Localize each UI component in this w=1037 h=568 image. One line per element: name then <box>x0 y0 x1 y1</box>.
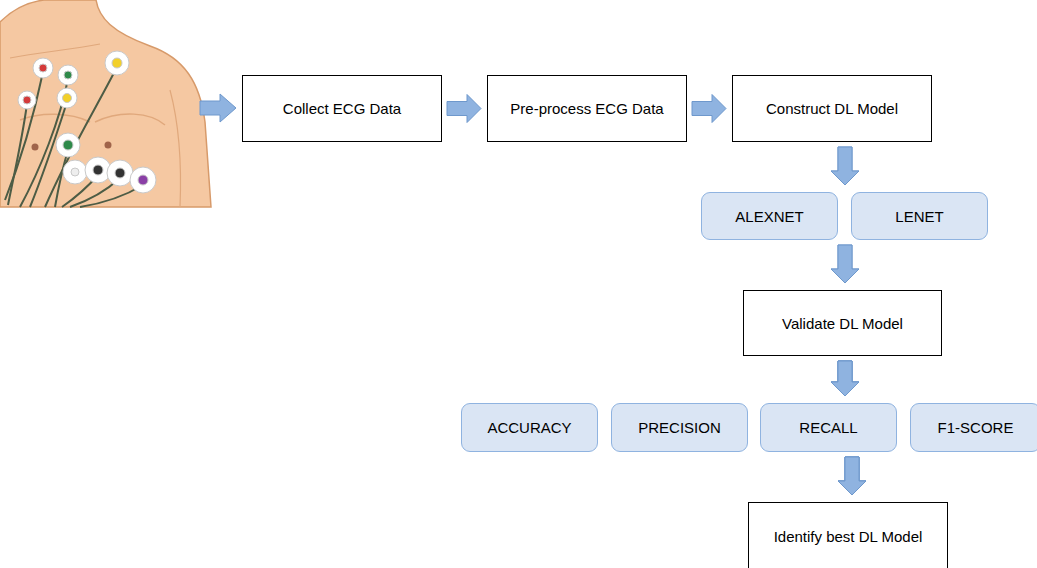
metric-box: ACCURACY <box>461 403 598 452</box>
node-label: ACCURACY <box>487 419 571 436</box>
ecg-torso-illustration <box>57 88 77 108</box>
block-arrow <box>831 361 859 396</box>
block-arrow <box>831 147 859 185</box>
model-box: LENET <box>851 192 988 240</box>
ecg-torso-illustration <box>5 72 43 200</box>
process-box: Identify best DL Model <box>748 502 948 568</box>
block-arrow <box>838 457 866 495</box>
ecg-torso-illustration <box>23 96 31 104</box>
node-label: Collect ECG Data <box>283 100 401 117</box>
ecg-torso-illustration <box>105 51 129 75</box>
node-label: Validate DL Model <box>782 315 903 332</box>
node-label: PRECISION <box>638 419 721 436</box>
ecg-torso-illustration <box>33 58 53 78</box>
ecg-torso-illustration <box>112 58 122 68</box>
ecg-torso-illustration <box>0 0 211 207</box>
ecg-torso-illustration <box>56 133 80 157</box>
ecg-torso-illustration <box>95 114 165 125</box>
node-label: RECALL <box>799 419 857 436</box>
ecg-torso-illustration <box>45 67 117 207</box>
process-box: Validate DL Model <box>743 290 942 356</box>
metric-box: F1-SCORE <box>910 403 1037 452</box>
ecg-torso-illustration <box>130 167 156 193</box>
metric-box: PRECISION <box>611 403 748 452</box>
node-label: Construct DL Model <box>766 100 898 117</box>
block-arrow <box>838 457 866 495</box>
process-box: Collect ECG Data <box>242 75 442 142</box>
ecg-torso-illustration <box>63 94 72 103</box>
ecg-torso-illustration <box>93 165 103 175</box>
ecg-torso-illustration <box>63 140 73 150</box>
ecg-torso-illustration <box>39 64 47 72</box>
metric-box: RECALL <box>760 403 897 452</box>
ecg-torso-illustration <box>32 144 39 151</box>
process-box: Construct DL Model <box>732 75 932 142</box>
block-arrow <box>831 361 859 396</box>
block-arrow <box>838 457 866 495</box>
ecg-torso-illustration <box>8 104 27 205</box>
node-label: Pre-process ECG Data <box>510 100 663 117</box>
ecg-torso-illustration <box>138 175 148 185</box>
block-arrow <box>838 457 866 495</box>
ecg-torso-illustration <box>10 44 100 58</box>
ecg-torso-illustration <box>64 71 72 79</box>
ecg-torso-illustration <box>0 0 240 215</box>
process-box: Pre-process ECG Data <box>487 75 687 142</box>
ecg-torso-illustration <box>58 65 78 85</box>
node-label: LENET <box>895 208 943 225</box>
ecg-torso-illustration <box>115 168 125 178</box>
block-arrow <box>831 245 859 283</box>
ecg-torso-illustration <box>107 160 133 186</box>
ecg-torso-illustration <box>18 91 36 109</box>
block-arrow <box>831 361 859 396</box>
node-label: Identify best DL Model <box>774 528 923 545</box>
block-arrow <box>692 95 726 123</box>
node-label: ALEXNET <box>735 208 803 225</box>
block-arrow <box>447 95 481 123</box>
ecg-torso-illustration <box>105 142 112 149</box>
ecg-torso-illustration <box>200 94 236 122</box>
block-arrow <box>831 245 859 283</box>
block-arrow <box>831 147 859 185</box>
ecg-torso-illustration <box>63 160 87 184</box>
model-box: ALEXNET <box>701 192 838 240</box>
ecg-torso-illustration <box>71 168 79 176</box>
block-arrow <box>831 361 859 396</box>
ecg-torso-illustration <box>170 90 181 207</box>
node-label: F1-SCORE <box>938 419 1014 436</box>
ecg-torso-illustration <box>18 51 156 193</box>
